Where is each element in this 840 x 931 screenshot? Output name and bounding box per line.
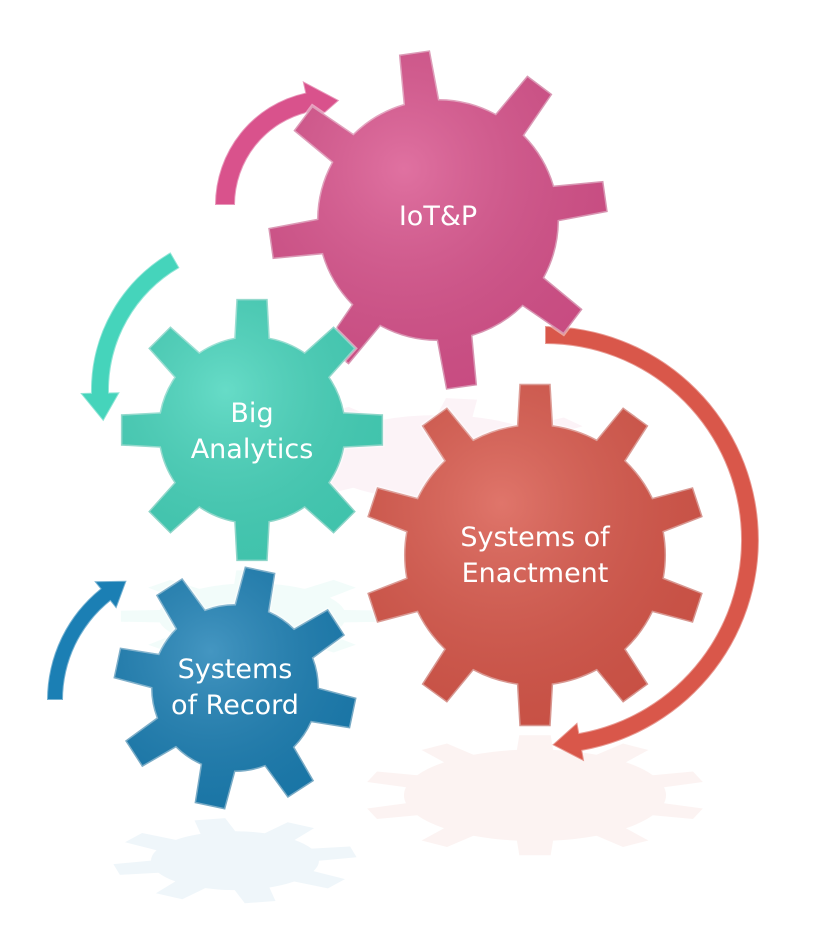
gear-label-big-analytics: Big Analytics bbox=[191, 396, 314, 468]
label-line: of Record bbox=[171, 690, 299, 721]
label-line: Systems of bbox=[460, 522, 610, 553]
curved-arrow-icon bbox=[544, 324, 760, 764]
gear-systems-of-record bbox=[111, 564, 359, 904]
curved-arrow-icon bbox=[78, 250, 181, 423]
gear-shading bbox=[113, 566, 357, 810]
gear-label-systems-of-record: Systems of Record bbox=[171, 652, 299, 724]
label-line: IoT&P bbox=[398, 201, 478, 232]
label-line: Big bbox=[230, 398, 274, 429]
gear-label-systems-of-enactment: Systems of Enactment bbox=[460, 520, 609, 592]
gear-reflection bbox=[113, 818, 357, 904]
label-line: Systems bbox=[177, 654, 293, 685]
gear-systems-of-enactment bbox=[365, 382, 705, 856]
label-line: Enactment bbox=[461, 558, 609, 589]
gear-label-iotp: IoT&P bbox=[399, 199, 477, 235]
gear-reflection bbox=[367, 735, 703, 856]
curved-arrow-icon bbox=[45, 579, 129, 701]
gear-shading bbox=[268, 50, 608, 390]
label-line: Analytics bbox=[190, 434, 314, 465]
gear-shading bbox=[120, 298, 384, 562]
gear-shading bbox=[367, 383, 703, 727]
